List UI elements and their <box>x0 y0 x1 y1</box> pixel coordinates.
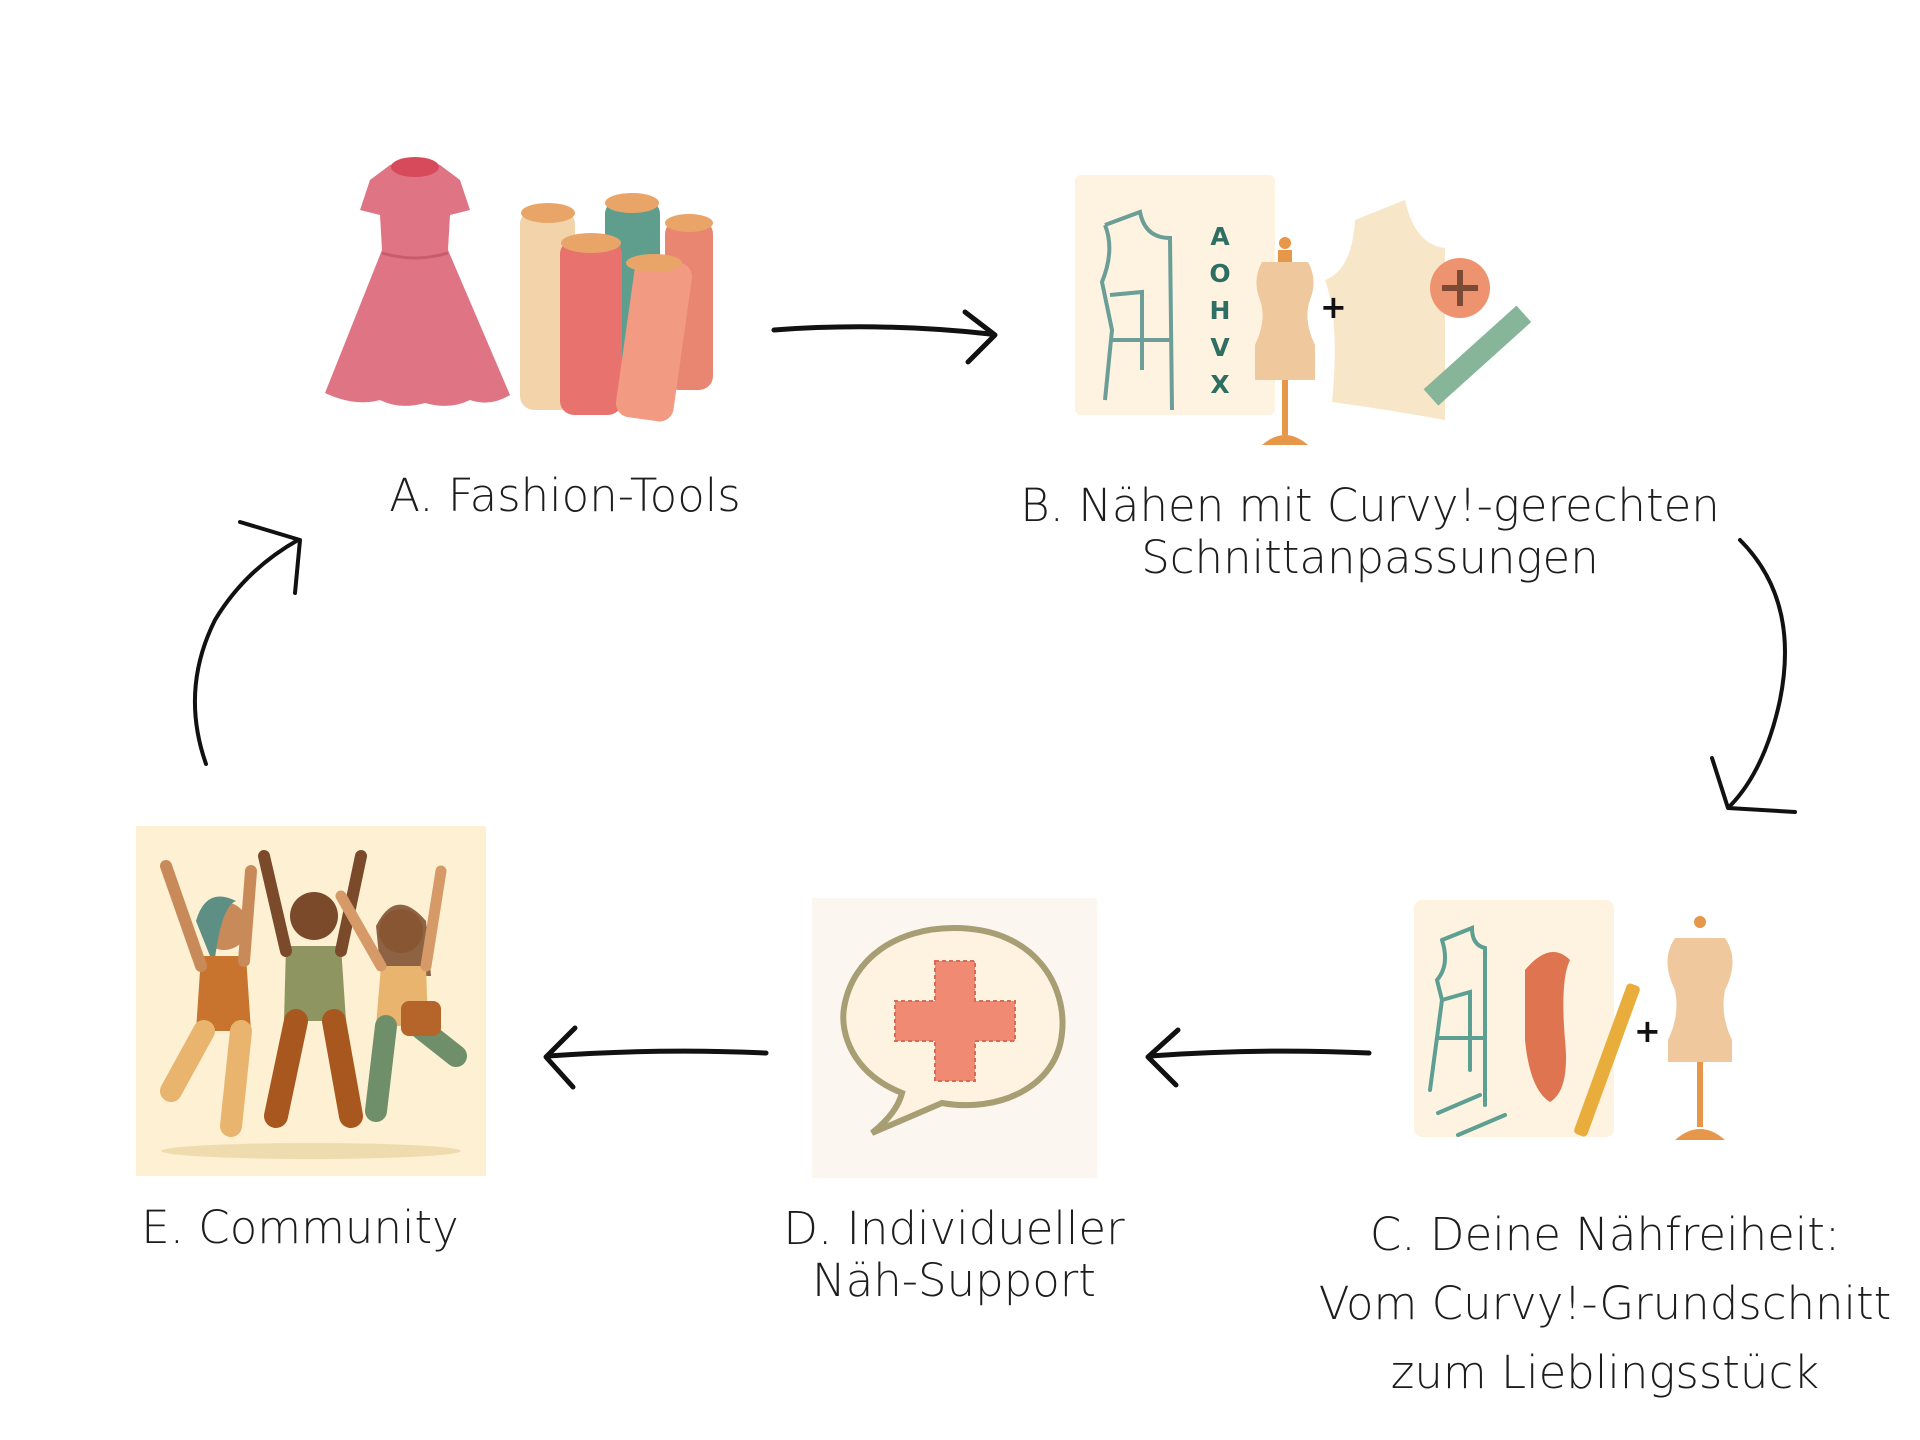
letter: A <box>1210 222 1230 251</box>
dress-form-icon <box>1667 938 1733 1062</box>
step-b-label-line1: B. Nähen mit Curvy!-gerechten <box>1020 479 1720 532</box>
community-illustration <box>136 826 486 1176</box>
dress-and-fabric-rolls-icon <box>325 157 713 422</box>
plus-sign: + <box>1634 1012 1661 1050</box>
letter: V <box>1210 333 1230 362</box>
step-b-label: B. Nähen mit Curvy!-gerechten Schnittanp… <box>1020 480 1720 584</box>
step-e-label: E. Community <box>141 1201 459 1254</box>
step-c-label-line3: zum Lieblingsstück <box>1390 1346 1820 1399</box>
step-b-label-line2: Schnittanpassungen <box>1141 531 1599 584</box>
step-d-label-line1: D. Individueller <box>783 1202 1125 1255</box>
step-d-label-line2: Näh-Support <box>812 1254 1096 1307</box>
fashion-tools-illustration <box>320 155 740 430</box>
letter: X <box>1210 370 1230 399</box>
dress-form-icon <box>1255 200 1532 445</box>
figure-type-letters: A O H V X <box>1205 218 1235 403</box>
step-c-label-line1: C. Deine Nähfreiheit: <box>1369 1208 1841 1261</box>
letter: H <box>1209 296 1231 325</box>
pattern-adjustment-illustration: A O H V X + <box>1070 170 1540 450</box>
pattern-sheet <box>1075 175 1275 415</box>
step-d-label: D. Individueller Näh-Support <box>783 1203 1124 1307</box>
speech-bubble-first-aid-icon <box>840 924 1066 1136</box>
jumping-people-icon <box>160 850 467 1159</box>
pencil-icon <box>1574 983 1640 1137</box>
plus-sign: + <box>1320 288 1347 326</box>
letter: O <box>1209 259 1231 288</box>
step-a-label: A. Fashion-Tools <box>389 469 741 522</box>
sewing-support-illustration <box>812 898 1097 1178</box>
step-c-label: C. Deine Nähfreiheit: Vom Curvy!-Grundsc… <box>1319 1200 1892 1407</box>
sewing-freedom-illustration: + <box>1400 890 1780 1150</box>
step-c-label-line2: Vom Curvy!-Grundschnitt <box>1318 1277 1892 1330</box>
french-curve-ruler <box>1525 952 1570 1102</box>
